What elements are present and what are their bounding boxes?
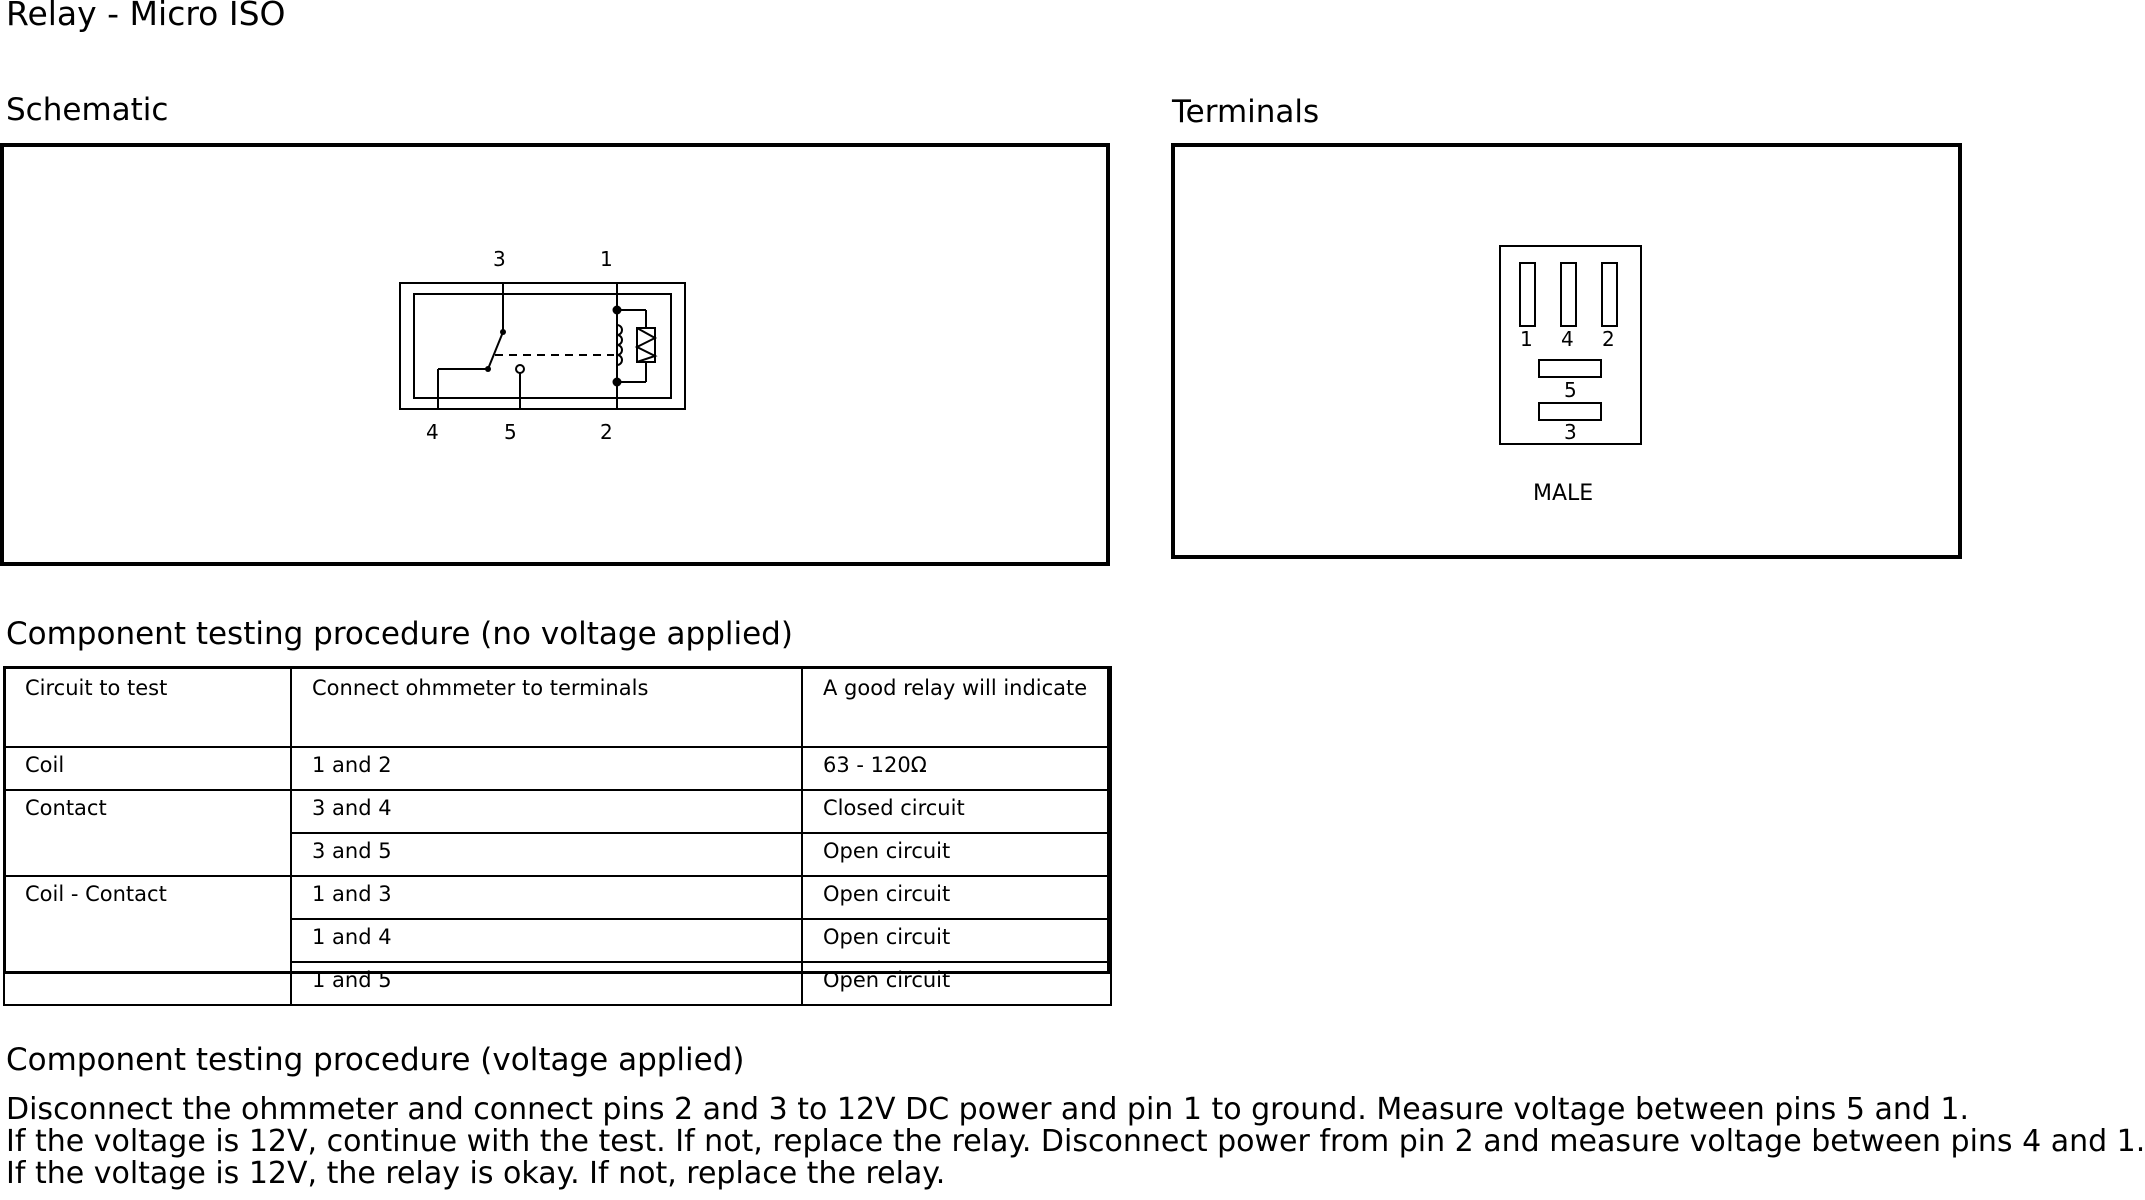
- pin-label: 1: [600, 247, 613, 271]
- page-title: Relay - Micro ISO: [6, 0, 286, 33]
- terminal-pin-label: 5: [1564, 378, 1577, 402]
- result-cell: Open circuit: [801, 875, 1112, 920]
- terminals-cell: 1 and 5: [290, 961, 803, 1006]
- table-header-row: Circuit to test Connect ohmmeter to term…: [3, 666, 1112, 748]
- terminals-cell: 3 and 5: [290, 832, 803, 877]
- circuit-cell: [3, 962, 292, 1006]
- relay-terminal-layout-diagram: 1 4 2 5 3 MALE: [1499, 245, 1642, 506]
- terminals-cell: 3 and 4: [290, 789, 803, 834]
- table-row: 3 and 5 Open circuit: [3, 832, 1112, 877]
- terminals-cell: 1 and 3: [290, 875, 803, 920]
- result-cell: Closed circuit: [801, 789, 1112, 834]
- column-header: Circuit to test: [3, 666, 292, 748]
- schematic-panel: 3 1 4 5 2: [0, 143, 1110, 566]
- terminals-heading: Terminals: [1172, 94, 1320, 130]
- voltage-procedure-text: Disconnect the ohmmeter and connect pins…: [6, 1094, 2145, 1190]
- result-cell: Open circuit: [801, 832, 1112, 877]
- terminals-panel: 1 4 2 5 3 MALE: [1171, 143, 1962, 559]
- pin-label: 3: [493, 247, 506, 271]
- table-row: Coil 1 and 2 63 - 120Ω: [3, 746, 1112, 791]
- pin-label: 4: [426, 420, 439, 444]
- pin-label: 5: [504, 420, 517, 444]
- terminal-pin-label: 4: [1561, 327, 1574, 351]
- circuit-cell: Coil: [3, 746, 292, 791]
- table-row: Coil - Contact 1 and 3 Open circuit: [3, 875, 1112, 920]
- relay-schematic-diagram: 3 1 4 5 2: [399, 247, 686, 444]
- schematic-heading: Schematic: [6, 92, 169, 128]
- terminal-pin-label: 3: [1564, 420, 1577, 444]
- table-row: 1 and 4 Open circuit: [3, 918, 1112, 963]
- no-voltage-heading: Component testing procedure (no voltage …: [6, 616, 793, 652]
- procedure-line: Disconnect the ohmmeter and connect pins…: [6, 1092, 1970, 1127]
- circuit-cell: [3, 919, 292, 962]
- voltage-heading: Component testing procedure (voltage app…: [6, 1042, 745, 1078]
- pin-label: 2: [600, 420, 613, 444]
- column-header: Connect ohmmeter to terminals: [290, 666, 803, 748]
- circuit-cell: [3, 833, 292, 877]
- procedure-line: If the voltage is 12V, continue with the…: [6, 1124, 2145, 1159]
- table-row: Contact 3 and 4 Closed circuit: [3, 789, 1112, 834]
- procedure-line: If the voltage is 12V, the relay is okay…: [6, 1156, 946, 1191]
- result-cell: Open circuit: [801, 961, 1112, 1006]
- circuit-cell: Contact: [3, 789, 292, 833]
- column-header: A good relay will indicate: [801, 666, 1112, 748]
- result-cell: 63 - 120Ω: [801, 746, 1112, 791]
- terminals-cell: 1 and 2: [290, 746, 803, 791]
- connector-gender-caption: MALE: [1533, 481, 1593, 506]
- component-test-table: Circuit to test Connect ohmmeter to term…: [3, 666, 1112, 1006]
- terminal-pin-label: 2: [1602, 327, 1615, 351]
- result-cell: Open circuit: [801, 918, 1112, 963]
- terminals-cell: 1 and 4: [290, 918, 803, 963]
- terminal-pin-label: 1: [1520, 327, 1533, 351]
- table-row: 1 and 5 Open circuit: [3, 961, 1112, 1006]
- circuit-cell: Coil - Contact: [3, 875, 292, 919]
